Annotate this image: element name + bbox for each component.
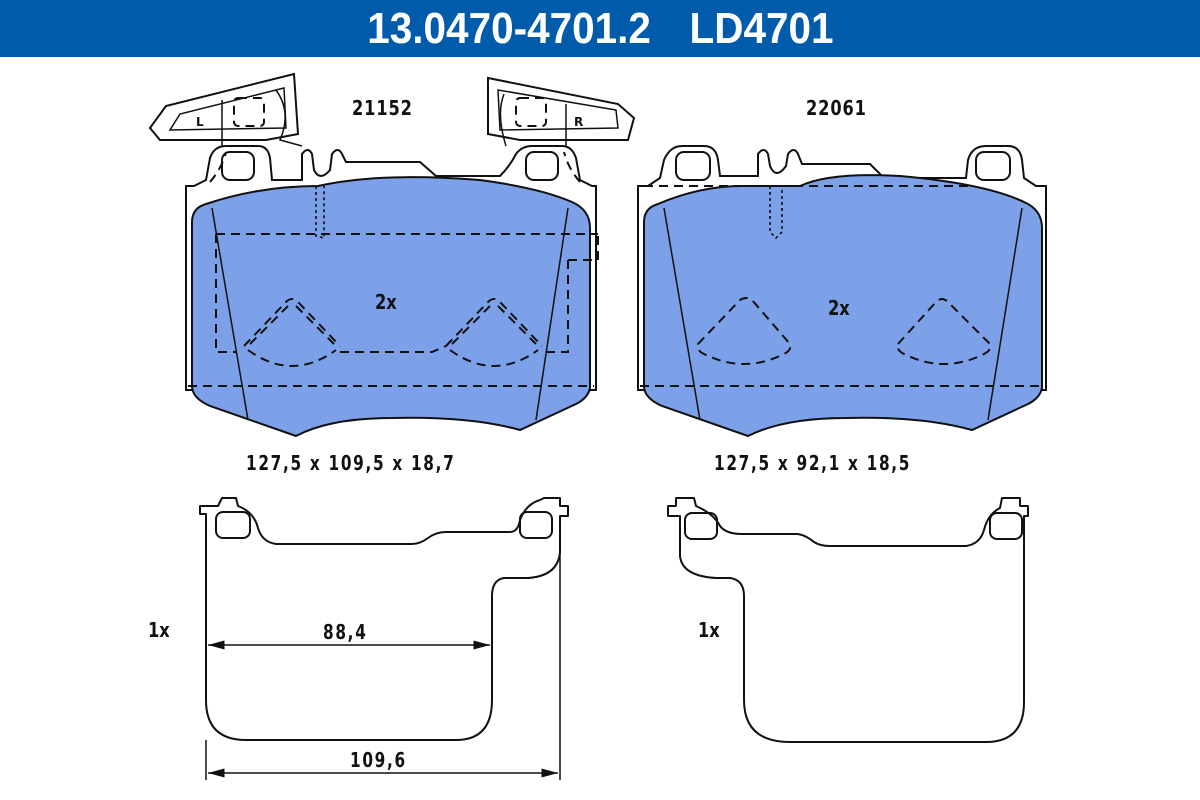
shim-right	[667, 497, 1029, 743]
mount-hole-icon	[975, 151, 1011, 181]
brake-pad-right	[637, 145, 1047, 438]
article-number: 13.0470-4701.2	[366, 3, 651, 53]
part-number-label: 22061	[806, 96, 867, 120]
mount-hole-icon	[675, 151, 711, 181]
mount-hole-icon	[989, 512, 1023, 540]
part-number-label: 21152	[352, 96, 413, 120]
wear-sensor-right: R	[487, 76, 636, 147]
brake-pad-left: L R	[148, 72, 636, 438]
mount-hole-icon	[221, 151, 255, 181]
sensor-label-l: L	[196, 115, 204, 129]
dimensions-label: 127,5 x 109,5 x 18,7	[246, 451, 456, 475]
mount-hole-icon	[684, 512, 718, 540]
sensor-label-r: R	[574, 115, 583, 129]
dimensions-label: 127,5 x 92,1 x 18,5	[714, 451, 912, 475]
quantity-label: 1x	[148, 618, 170, 642]
mount-hole-icon	[215, 511, 251, 539]
mount-hole-icon	[519, 511, 553, 539]
friction-material	[643, 174, 1043, 438]
quantity-label: 2x	[375, 290, 397, 314]
reference-code: LD4701	[689, 3, 834, 53]
title-bar: 13.0470-4701.2 LD4701	[0, 0, 1200, 57]
shim-left	[199, 497, 569, 780]
mount-hole-icon	[525, 151, 559, 181]
dimension-outer-label: 109,6	[350, 748, 407, 772]
quantity-label: 2x	[828, 296, 850, 320]
dimension-inner-label: 88,4	[323, 620, 368, 644]
wear-sensor-left: L	[148, 72, 303, 147]
friction-material	[191, 176, 591, 438]
title-text: 13.0470-4701.2 LD4701	[367, 4, 833, 54]
quantity-label: 1x	[698, 618, 720, 642]
